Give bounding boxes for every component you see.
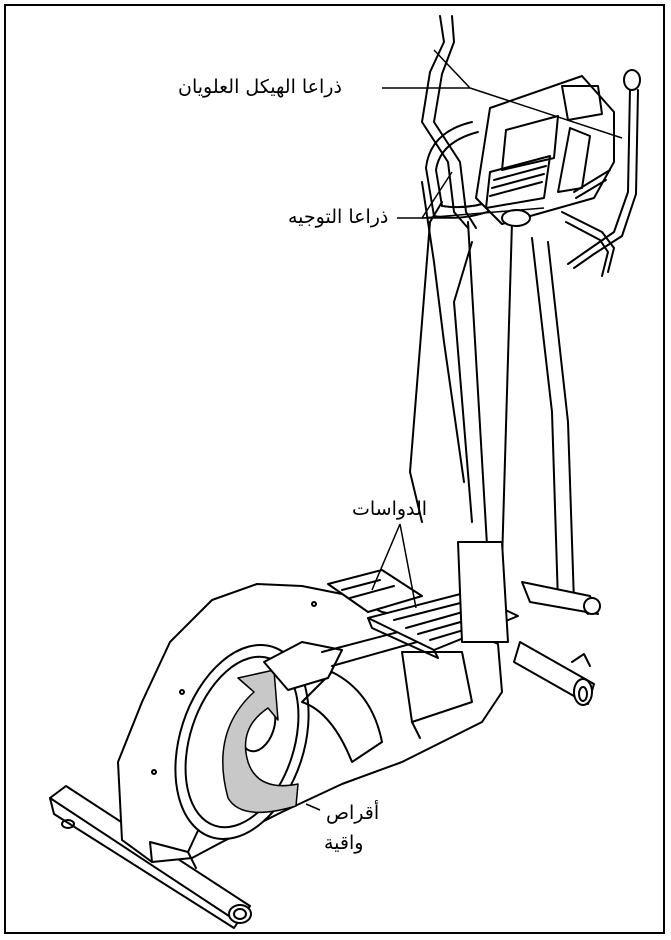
label-upper-arms: ذراعا الهيكل العلويان bbox=[178, 76, 342, 99]
label-handlebars: ذراعا التوجيه bbox=[288, 206, 388, 229]
pedals-leader bbox=[372, 524, 416, 608]
upper-arms-leader bbox=[434, 50, 622, 138]
shield-disc-leader bbox=[306, 804, 320, 810]
handlebars-leader bbox=[422, 172, 544, 218]
diagram-frame: ذراعا الهيكل العلويان ذراعا التوجيه الدو… bbox=[4, 4, 665, 934]
label-shield-disc-line2: واقية bbox=[324, 832, 363, 855]
label-pedals: الدواسات bbox=[352, 498, 427, 521]
label-shield-disc-line1: أقراص bbox=[326, 802, 379, 825]
leader-lines bbox=[6, 6, 667, 936]
